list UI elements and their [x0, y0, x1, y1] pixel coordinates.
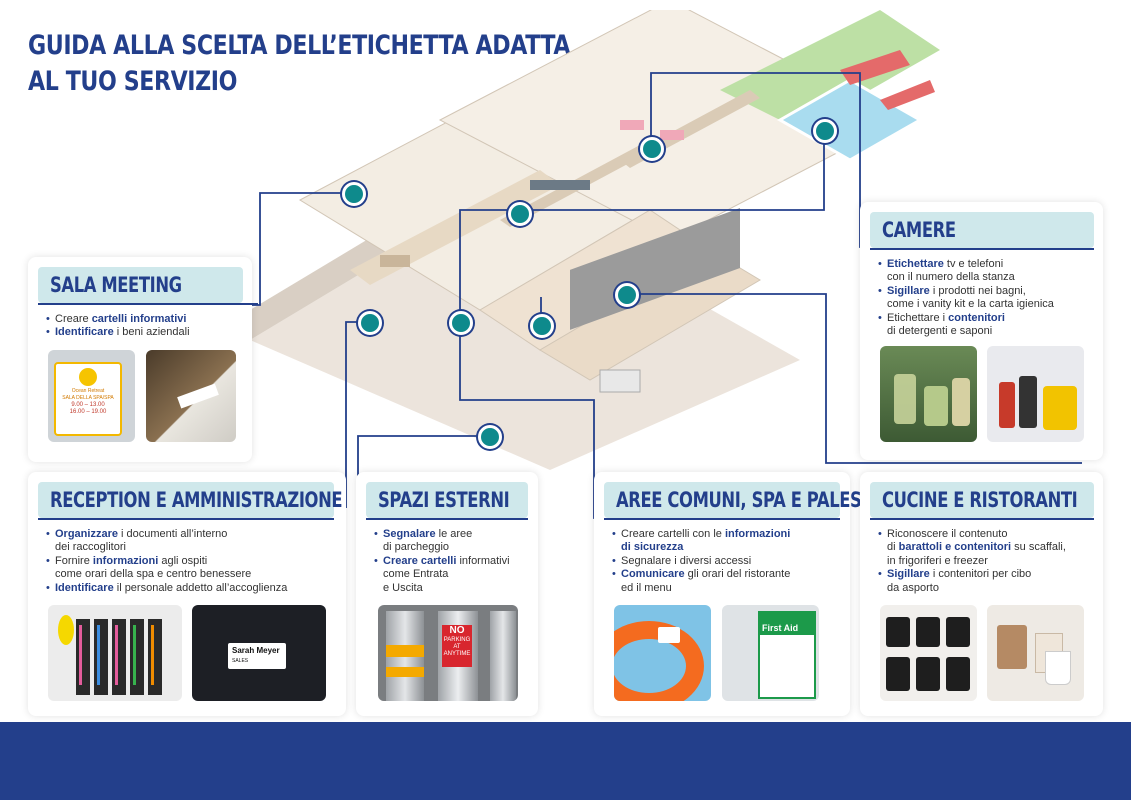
card-title: SALA MEETING — [50, 273, 182, 297]
photo-takeaway — [987, 605, 1084, 701]
item-list: Creare cartelli informativiIdentificare … — [46, 313, 190, 340]
list-item: Identificare il personale addetto all’ac… — [46, 582, 287, 596]
card-aree-comuni: AREE COMUNI, SPA E PALESTRE Creare carte… — [594, 472, 896, 716]
card-title: RECEPTION E AMMINISTRAZIONE — [50, 488, 343, 512]
divider — [870, 248, 1094, 250]
marker-cucine[interactable] — [615, 283, 639, 307]
sign-at: AT — [453, 644, 461, 650]
first-aid-title: First Aid — [760, 613, 814, 635]
card-header: AREE COMUNI, SPA E PALESTRE — [604, 482, 896, 518]
card-title: AREE COMUNI, SPA E PALESTRE — [616, 488, 896, 512]
photo-spa-sign: Ocean Retreat SALA DELLA SPA/SPA 9.00 – … — [48, 350, 135, 442]
divider — [38, 518, 334, 520]
list-item: Sigillare i prodotti nei bagni,come i va… — [878, 285, 1054, 312]
list-item: Segnalare i diversi accessi — [612, 555, 790, 569]
list-item: Creare cartelli informativi — [46, 313, 190, 327]
divider — [38, 303, 258, 305]
divider — [870, 518, 1094, 520]
card-reception: RECEPTION E AMMINISTRAZIONE Organizzare … — [28, 472, 346, 716]
photo-cleaning-products — [987, 346, 1084, 442]
photo-asset-label — [146, 350, 236, 442]
sign-anytime: ANYTIME — [443, 651, 471, 657]
badge-role: SALES — [232, 658, 249, 664]
card-sala-meeting: SALA MEETING Creare cartelli informativi… — [28, 257, 258, 462]
marker-camere[interactable] — [640, 137, 664, 161]
card-header: SALA MEETING — [38, 267, 243, 303]
photo-bollards: NO PARKING AT ANYTIME — [378, 605, 518, 701]
card-title: CUCINE E RISTORANTI — [882, 488, 1078, 512]
card-header: SPAZI ESTERNI — [366, 482, 528, 518]
list-item: Identificare i beni aziendali — [46, 326, 190, 340]
sign-line: SALA DELLA SPA/SPA — [62, 395, 114, 401]
sign-hours: 16.00 – 19.00 — [69, 409, 107, 415]
sign-hours: 9.00 – 13.00 — [71, 402, 105, 408]
footer-bar — [0, 722, 1131, 800]
photo-first-aid-sign: First Aid — [722, 605, 819, 701]
card-cucine: CUCINE E RISTORANTI Riconoscere il conte… — [860, 472, 1103, 716]
photo-soap-bottles — [880, 346, 977, 442]
marker-reception[interactable] — [358, 311, 382, 335]
sign-no: NO — [449, 625, 465, 636]
divider — [366, 518, 528, 520]
marker-camere-pool[interactable] — [813, 119, 837, 143]
marker-ristorante[interactable] — [530, 314, 554, 338]
photo-binders — [48, 605, 182, 701]
marker-spazi-esterni[interactable] — [478, 425, 502, 449]
card-header: CAMERE — [870, 212, 1094, 248]
badge-name: Sarah Meyer — [232, 646, 280, 655]
photo-lifebuoy — [614, 605, 711, 701]
card-header: RECEPTION E AMMINISTRAZIONE — [38, 482, 343, 518]
marker-aree-comuni[interactable] — [449, 311, 473, 335]
marker-sala-meeting[interactable] — [342, 182, 366, 206]
marker-palestra[interactable] — [508, 202, 532, 226]
card-title: CAMERE — [882, 218, 956, 242]
sign-name: Ocean Retreat — [71, 388, 105, 394]
divider — [604, 518, 840, 520]
photo-name-badge: Sarah Meyer SALES — [192, 605, 326, 701]
card-header: CUCINE E RISTORANTI — [870, 482, 1094, 518]
sign-parking: PARKING — [443, 637, 471, 643]
card-title: SPAZI ESTERNI — [378, 488, 510, 512]
photo-jars — [880, 605, 977, 701]
